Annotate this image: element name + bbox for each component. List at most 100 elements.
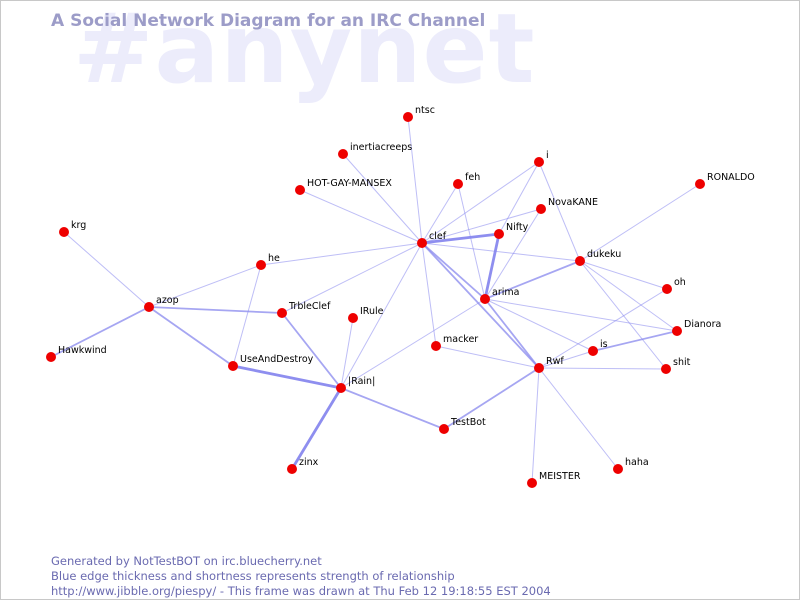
node-dot — [144, 302, 154, 312]
node-label: Hawkwind — [58, 345, 107, 356]
edge-clef-rwf — [421, 242, 540, 369]
node-label: arima — [492, 287, 519, 298]
node-dot — [661, 364, 671, 374]
edge-i-dukeku — [538, 161, 581, 262]
edge-clef-trbleclef — [281, 242, 423, 314]
node-useanddestroy: UseAndDestroy — [228, 354, 314, 371]
edge-rain-zinx — [290, 386, 343, 471]
edge-azop-hawkwind — [50, 306, 150, 358]
node-dot — [613, 464, 623, 474]
edge-clef-macker — [421, 242, 437, 347]
edge-azop-trbleclef — [148, 306, 283, 314]
node-krg: krg — [59, 220, 86, 237]
node-dot — [59, 227, 69, 237]
node-dianora: Dianora — [672, 319, 721, 336]
footer-legend-note: Blue edge thickness and shortness repres… — [51, 569, 455, 583]
node-rwf: Rwf — [534, 356, 564, 373]
edge-azop-useanddestroy — [148, 306, 234, 367]
edge-clef-inertiacreeps — [342, 153, 423, 244]
node-dot — [417, 238, 427, 248]
node-label: zinx — [299, 457, 319, 468]
node-oh: oh — [662, 277, 686, 294]
node-arima: arima — [480, 287, 519, 304]
edge-clef-i — [421, 161, 540, 244]
node-label: Dianora — [684, 319, 721, 330]
node-dot — [534, 363, 544, 373]
channel-watermark: #anynet — [73, 0, 536, 105]
node-hot-gay-mansex: HOT-GAY-MANSEX — [295, 178, 392, 195]
edge-dukeku-oh — [579, 260, 668, 290]
edge-azop-krg — [63, 231, 150, 308]
edge-rain-testbot — [340, 387, 445, 430]
edge-arima-dianora — [484, 298, 678, 332]
node-dot — [46, 352, 56, 362]
node-label: haha — [625, 457, 649, 468]
node-testbot: TestBot — [439, 417, 486, 434]
edge-dukeku-dianora — [579, 260, 678, 332]
edge-clef-ntsc — [407, 116, 423, 244]
edge-rwf-oh — [538, 288, 668, 369]
footer-generated-by: Generated by NotTestBOT on irc.bluecherr… — [51, 554, 322, 568]
node-dot — [228, 361, 238, 371]
node-rain: |Rain| — [336, 376, 375, 393]
node-label: shit — [673, 357, 691, 368]
node-label: RONALDO — [707, 172, 755, 183]
edge-trbleclef-rain — [281, 312, 342, 389]
footer-link-timestamp: http://www.jibble.org/piespy/ - This fra… — [51, 584, 551, 598]
edge-nifty-arima — [483, 232, 501, 301]
node-label: inertiacreeps — [350, 142, 412, 153]
node-hawkwind: Hawkwind — [46, 345, 107, 362]
edge-rwf-testbot — [443, 367, 540, 430]
node-clef: clef — [417, 231, 447, 248]
node-is: is — [588, 339, 608, 356]
node-dot — [588, 346, 598, 356]
node-nifty: Nifty — [494, 222, 529, 239]
node-label: oh — [674, 277, 686, 288]
edge-arima-rain — [340, 298, 486, 389]
node-dot — [295, 185, 305, 195]
node-shit: shit — [661, 357, 691, 374]
edge-arima-rwf — [484, 298, 540, 369]
node-dot — [453, 179, 463, 189]
node-zinx: zinx — [287, 457, 319, 474]
node-label: ntsc — [415, 105, 435, 116]
node-dot — [348, 313, 358, 323]
node-haha: haha — [613, 457, 649, 474]
node-label: dukeku — [587, 249, 621, 260]
node-label: clef — [429, 231, 447, 242]
node-he: he — [256, 253, 280, 270]
edge-rwf-is — [538, 350, 594, 369]
node-label: krg — [71, 220, 86, 231]
edge-rwf-haha — [538, 367, 619, 470]
edge-azop-he — [148, 264, 262, 308]
node-dot — [527, 478, 537, 488]
edge-dukeku-arima — [484, 260, 581, 300]
edge-dukeku-shit — [579, 260, 667, 370]
edge-useanddestroy-rain — [231, 364, 343, 390]
node-label: macker — [443, 334, 478, 345]
node-dot — [287, 464, 297, 474]
edge-is-dianora — [592, 330, 678, 352]
node-i: i — [534, 150, 549, 167]
node-dot — [431, 341, 441, 351]
edge-clef-nifty — [420, 232, 501, 245]
node-label: feh — [465, 172, 480, 183]
node-trbleclef: TrbleClef — [277, 301, 331, 318]
node-label: MEISTER — [539, 471, 581, 482]
node-label: NovaKANE — [548, 197, 598, 208]
edge-rwf-macker — [435, 345, 540, 369]
edge-clef-rain — [340, 242, 423, 389]
node-feh: feh — [453, 172, 480, 189]
node-dot — [494, 229, 504, 239]
node-dot — [575, 256, 585, 266]
edge-rwf-shit — [538, 367, 667, 370]
node-dot — [403, 112, 413, 122]
edge-he-useanddestroy — [232, 264, 262, 367]
edge-clef-he — [260, 242, 423, 266]
node-macker: macker — [431, 334, 478, 351]
node-dot — [536, 204, 546, 214]
node-dot — [672, 326, 682, 336]
edge-rwf-meister — [531, 367, 540, 484]
